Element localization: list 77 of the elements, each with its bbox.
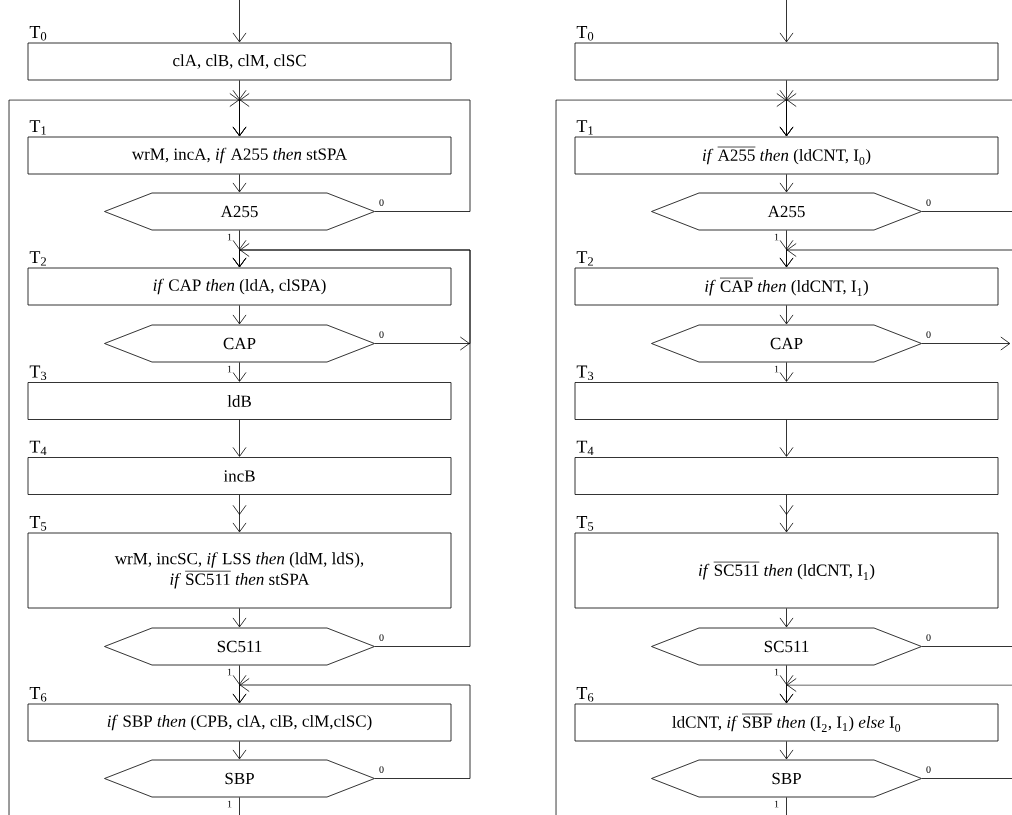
- step-label: T$_{1}$: [576, 120, 593, 135]
- arrow: [232, 741, 247, 760]
- arrow: [779, 678, 1012, 704]
- connector-line: [921, 778, 1012, 779]
- decision-hexagon: SBP: [651, 759, 922, 798]
- process-box: $\begin{array}{c}\text{wrM, incSC, \textit{if} LSS \textit{then} (ldM, ldS),}\\\text{\textit{if} }\overline{\text{SC511}}\text{ \textit{then} stSPA}\end{array}$: [27, 532, 452, 609]
- branch-label: 0: [925, 765, 932, 774]
- branch-label: 1: [773, 800, 780, 808]
- branch-label: 0: [378, 765, 385, 774]
- decision-hexagon: A255: [104, 192, 375, 231]
- process-box: if SBP then (CPB, clA, clB, clM,clSC): [27, 703, 452, 742]
- arrow: [779, 494, 794, 533]
- arrow: [779, 419, 794, 457]
- process-box: clA, clB, clM, clSC: [27, 42, 452, 81]
- arrow: [232, 608, 247, 628]
- arrow: [232, 362, 247, 382]
- arrow: [232, 93, 471, 212]
- step-label: T$_{3}$: [576, 365, 594, 381]
- step-label: T$_{5}$: [29, 516, 47, 531]
- arrow: [232, 678, 471, 779]
- process-box: ldB: [27, 382, 452, 420]
- step-label: T$_{2}$: [29, 251, 46, 266]
- step-label: T$_{1}$: [29, 120, 46, 135]
- decision-hexagon: SC511: [651, 627, 922, 666]
- connector-line: [239, 797, 240, 815]
- branch-label: 0: [925, 198, 932, 207]
- step-label: T$_{3}$: [29, 365, 47, 381]
- process-box: $\text{ldCNT, \textit{if} }\overline{\text{SBP}}\text{ \textit{then} (I}_{\text{2}}\text{, I}_{\text{1}}\text{) \textit{else} I}_{\text{0}}$: [574, 703, 999, 742]
- connector-line: [786, 797, 787, 815]
- arrow: [779, 174, 794, 193]
- arrow: [232, 305, 247, 325]
- branch-label: 0: [925, 633, 932, 642]
- step-label: T$_{5}$: [576, 516, 594, 531]
- arrow: [232, 249, 471, 351]
- step-label: T$_{2}$: [576, 251, 593, 266]
- arrow: [921, 336, 1011, 351]
- process-box: incB: [27, 457, 452, 495]
- step-label: T$_{0}$: [576, 26, 594, 41]
- arrow: [232, 494, 247, 533]
- arrow: [779, 93, 1012, 137]
- step-label: T$_{4}$: [576, 440, 594, 456]
- step-label: T$_{6}$: [29, 687, 47, 702]
- step-label: T$_{6}$: [576, 687, 594, 702]
- arrow: [232, 419, 247, 457]
- arrow: [232, 174, 247, 193]
- branch-label: 1: [773, 668, 780, 676]
- process-box: $\text{\textit{if} }\overline{\text{A255}}\text{ \textit{then} (ldCNT, I}_{\text{0}}\text{)}$: [574, 136, 999, 175]
- branch-label: 1: [226, 365, 233, 373]
- decision-hexagon: CAP: [651, 324, 922, 363]
- branch-label: 1: [226, 668, 233, 676]
- decision-hexagon: SC511: [104, 627, 375, 666]
- arrow: [779, 608, 794, 628]
- process-box: $\text{\textit{if} }\overline{\text{CAP}}\text{ \textit{then} (ldCNT, I}_{\text{1}}\text{)}$: [574, 267, 999, 306]
- branch-label: 0: [925, 330, 932, 339]
- process-box: if CAP then (ldA, clSPA): [27, 267, 452, 306]
- arrow: [779, 362, 794, 382]
- connector-line: [921, 211, 1012, 212]
- decision-hexagon: A255: [651, 192, 922, 231]
- process-box: wrM, incA, if A255 then stSPA: [27, 136, 452, 175]
- connector-line: [921, 646, 1012, 647]
- arrow: [779, 305, 794, 325]
- arrow: [779, 741, 794, 760]
- arrow: [779, 243, 1012, 268]
- branch-label: 0: [378, 330, 385, 339]
- branch-label: 1: [773, 365, 780, 373]
- step-label: T$_{4}$: [29, 440, 47, 456]
- branch-label: 1: [773, 233, 780, 241]
- branch-label: 1: [226, 233, 233, 241]
- arrow: [779, 0, 794, 43]
- decision-hexagon: SBP: [104, 759, 375, 798]
- step-label: T$_{0}$: [29, 26, 47, 41]
- branch-label: 0: [378, 198, 385, 207]
- decision-hexagon: CAP: [104, 324, 375, 363]
- process-box: $\text{\textit{if} }\overline{\text{SC511}}\text{ \textit{then} (ldCNT, I}_{\text{1}}\text{)}$: [574, 532, 999, 609]
- arrow: [232, 0, 247, 43]
- branch-label: 0: [378, 633, 385, 642]
- branch-label: 1: [226, 800, 233, 808]
